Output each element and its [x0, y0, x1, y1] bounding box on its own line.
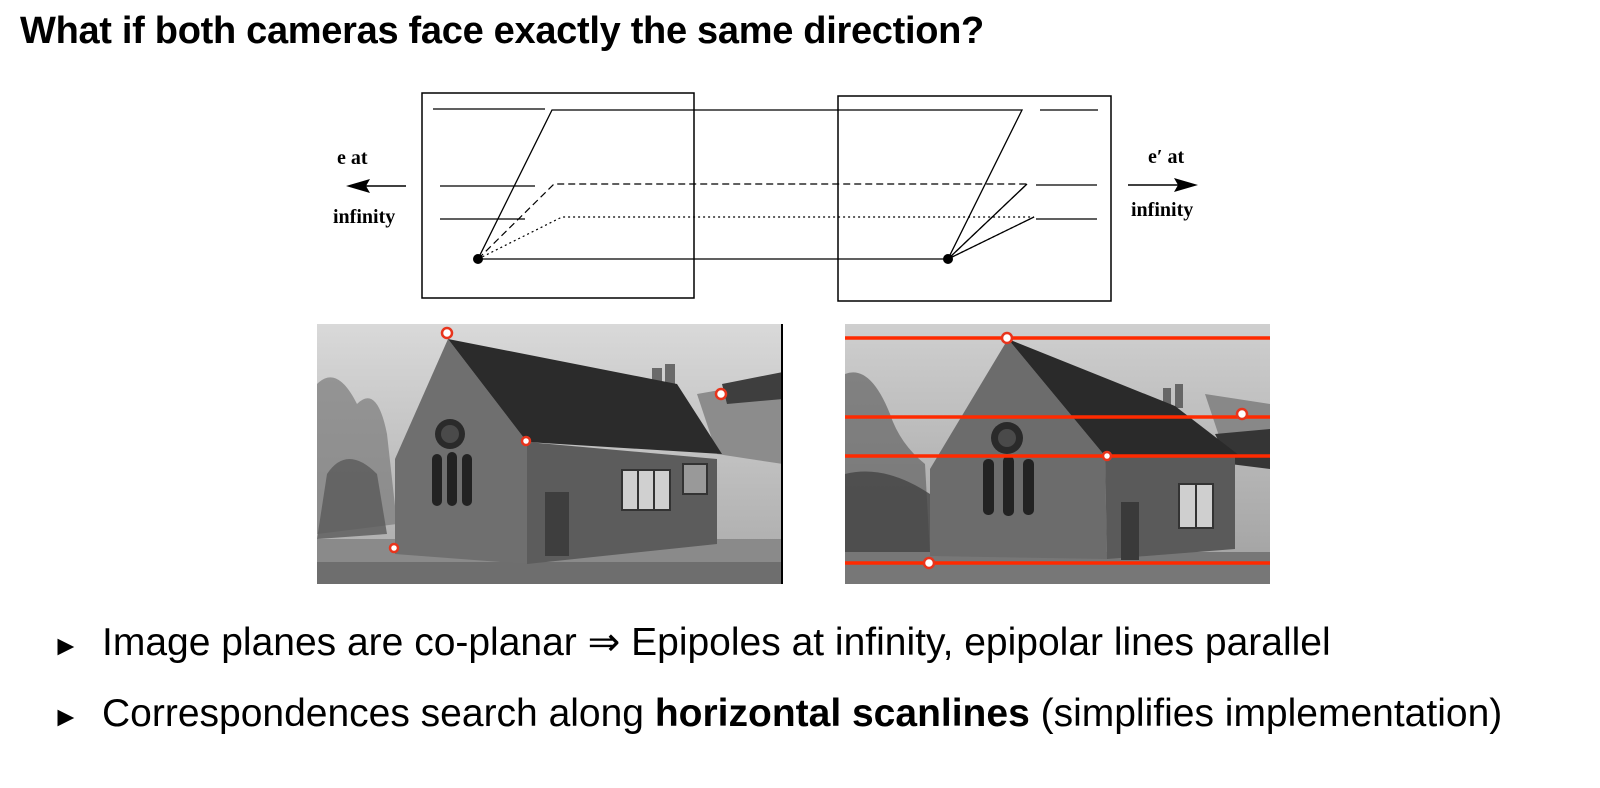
point-marker [388, 542, 400, 554]
right-image-plane [837, 95, 1112, 302]
right-camera-center [943, 254, 953, 264]
left-arrow-icon [346, 179, 370, 193]
bullet-marker-icon: ► [52, 701, 80, 732]
point-marker [520, 435, 532, 447]
right-camera-image [845, 324, 1270, 584]
left-image-plane [421, 92, 695, 299]
bullet-item: ► Image planes are co-planar ⇒ Epipoles … [52, 620, 1502, 692]
left-epipole-infinity-label: infinity [333, 206, 395, 228]
left-camera-center [473, 254, 483, 264]
bullet-marker-icon: ► [52, 630, 80, 661]
point-marker [440, 326, 454, 340]
point-marker [1235, 407, 1249, 421]
right-epipole-infinity-label: infinity [1131, 199, 1193, 221]
left-camera-image [317, 324, 783, 584]
bullet-text: Image planes are co-planar ⇒ Epipoles at… [102, 621, 1331, 664]
slide-title: What if both cameras face exactly the sa… [20, 10, 984, 52]
bullet-text: Correspondences search along horizontal … [102, 692, 1503, 735]
point-marker [1000, 331, 1014, 345]
right-epipole-label: e′ at [1148, 146, 1185, 168]
bullet-item: ► Correspondences search along horizonta… [52, 692, 1502, 764]
point-marker [1101, 450, 1113, 462]
point-marker [714, 387, 728, 401]
bullet-emphasis: horizontal scanlines [654, 692, 1030, 735]
point-marker [922, 556, 936, 570]
parallel-cameras-diagram: e at infinity e′ at infinity [333, 92, 1198, 302]
bullet-list: ► Image planes are co-planar ⇒ Epipoles … [52, 620, 1502, 764]
left-epipole-label: e at [337, 147, 368, 169]
right-arrow-icon [1174, 178, 1198, 192]
